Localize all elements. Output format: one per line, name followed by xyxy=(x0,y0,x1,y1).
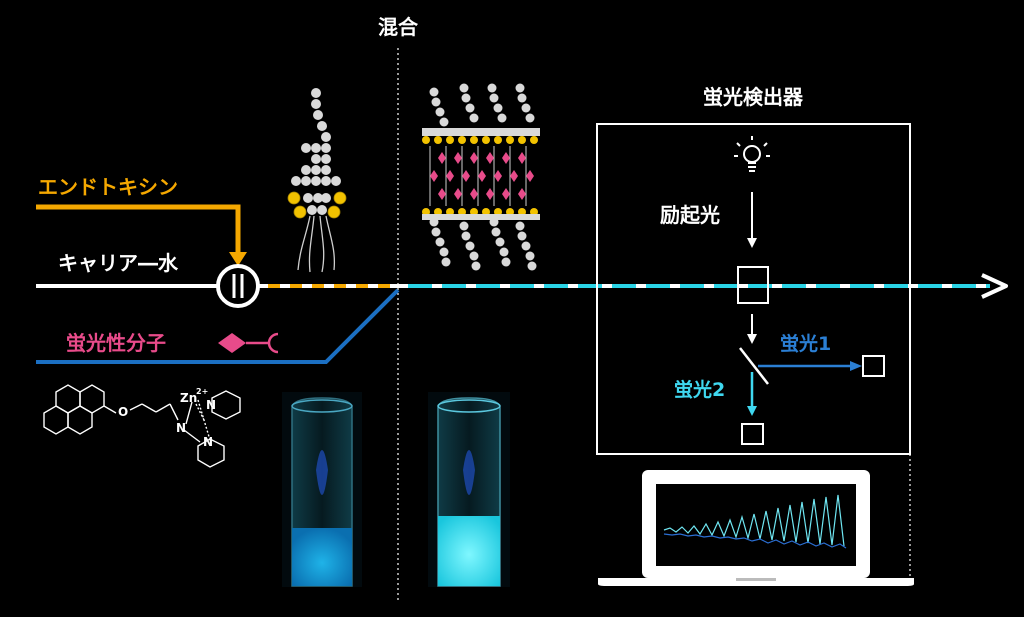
molecule-zn-charge: 2+ xyxy=(196,387,208,396)
signal-trace-fluorescence1 xyxy=(663,533,847,549)
detector2-box xyxy=(741,423,764,445)
carrier-label: キャリア―水 xyxy=(58,251,179,275)
detector-box xyxy=(596,123,911,455)
excitation-arrowhead xyxy=(747,238,757,248)
fluorescent-molecule-label: 蛍光性分子 xyxy=(66,331,166,355)
endotoxin-molecule-icon xyxy=(287,88,347,273)
fluorescence2-arrowhead xyxy=(747,406,757,416)
molecule-n-atom-1: N xyxy=(176,421,186,435)
cell-to-mirror-arrowhead xyxy=(747,334,757,344)
flow-cell xyxy=(737,266,769,304)
laptop-icon xyxy=(598,470,914,586)
fluorescence2-label: 蛍光2 xyxy=(674,378,725,401)
molecule-o-atom: O xyxy=(118,405,128,419)
fluorescence1-arrowhead xyxy=(850,361,862,371)
vial-photo-after xyxy=(428,392,510,587)
dichroic-mirror xyxy=(739,347,769,385)
molecule-zn-ion: Zn xyxy=(180,391,197,405)
lightbulb-icon xyxy=(734,136,770,172)
fluorescent-probe-icon xyxy=(218,332,279,354)
molecule-n-atom-2: N xyxy=(206,398,216,412)
molecule-structure xyxy=(43,384,241,468)
mixing-label: 混合 xyxy=(378,15,419,39)
detector1-box xyxy=(862,355,885,377)
endotoxin-arrowhead xyxy=(229,252,247,266)
fluorescent-line xyxy=(36,288,400,364)
fluorescence1-label: 蛍光1 xyxy=(780,332,831,355)
endotoxin-line xyxy=(36,204,241,258)
excitation-label: 励起光 xyxy=(660,203,720,227)
flow-arrowhead xyxy=(981,273,1008,299)
vial-photo-before xyxy=(282,392,362,587)
detector-title: 蛍光検出器 xyxy=(703,85,804,109)
valve-icon xyxy=(216,264,260,308)
fluorescent-assembly-icon xyxy=(422,83,540,271)
signal-trace-fluorescence2 xyxy=(663,494,845,547)
molecule-n-atom-3: N xyxy=(203,435,213,449)
endotoxin-label: エンドトキシン xyxy=(38,175,178,199)
